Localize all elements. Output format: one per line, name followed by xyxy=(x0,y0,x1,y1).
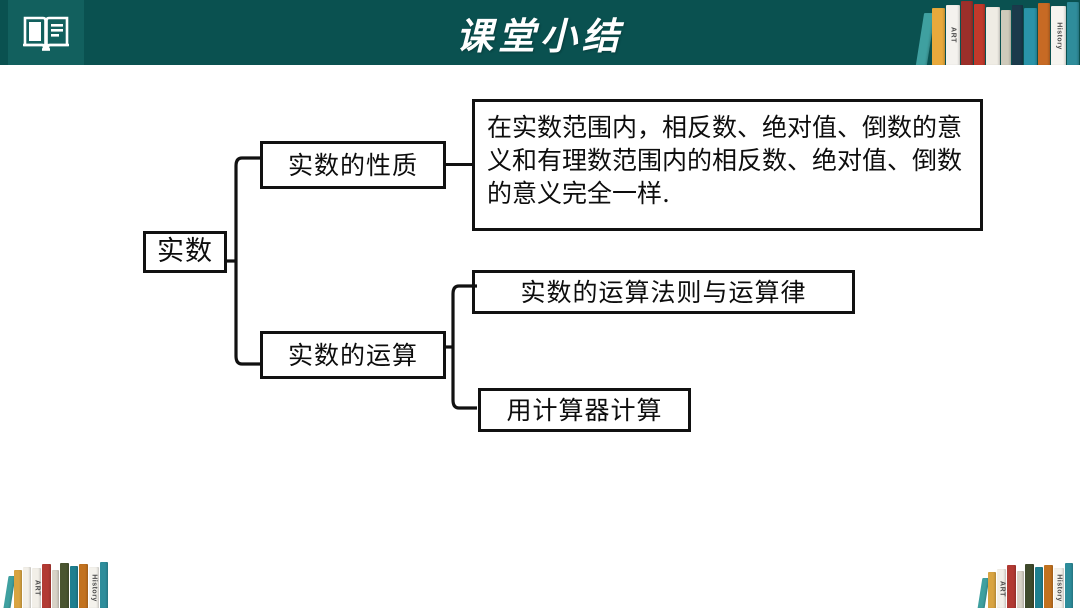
book-spine: ART xyxy=(997,569,1006,608)
book-spine-label: History xyxy=(90,573,98,602)
book-spine-label: History xyxy=(1055,21,1062,50)
book-spine xyxy=(932,8,945,65)
book-spine xyxy=(79,564,88,608)
book-spine-label: ART xyxy=(998,580,1005,597)
book-spine xyxy=(1024,8,1037,65)
book-spine xyxy=(70,566,78,608)
book-spine xyxy=(52,570,59,608)
book-spine xyxy=(1067,2,1079,65)
book-spine xyxy=(1065,563,1073,608)
node-branch-properties: 实数的性质 xyxy=(260,141,446,189)
book-spine xyxy=(1025,564,1034,608)
node-root-real-numbers: 实数 xyxy=(143,231,227,273)
book-spine xyxy=(1001,10,1011,65)
book-spine xyxy=(100,562,108,608)
book-spine: History xyxy=(1054,568,1064,608)
book-spine xyxy=(1038,3,1050,65)
book-spine xyxy=(988,572,996,608)
node-operation-rules: 实数的运算法则与运算律 xyxy=(472,270,855,314)
book-spine xyxy=(23,567,31,608)
book-spine: History xyxy=(89,567,99,608)
book-spine xyxy=(974,4,985,65)
connector-properties-detail xyxy=(446,163,474,166)
bookshelf-bottom-right: ART History xyxy=(977,556,1074,608)
book-spine-label: History xyxy=(1055,574,1063,602)
book-spine xyxy=(1044,565,1053,608)
bookshelf-bottom-left: ART History xyxy=(3,556,109,608)
book-spine xyxy=(1007,565,1016,608)
bracket-root-split xyxy=(227,155,261,367)
book-spine xyxy=(60,563,69,608)
page-title: 课堂小结 xyxy=(456,13,624,58)
book-spine xyxy=(1012,5,1023,65)
book-spine: ART xyxy=(32,568,41,608)
header-divider xyxy=(0,65,1080,68)
bracket-operations-split xyxy=(444,283,478,411)
node-branch-operations: 实数的运算 xyxy=(260,331,446,379)
book-spine xyxy=(1017,571,1024,608)
book-spine xyxy=(986,7,1000,65)
node-properties-detail: 在实数范围内，相反数、绝对值、倒数的意义和有理数范围内的相反数、绝对值、倒数的意… xyxy=(472,99,983,231)
book-spine xyxy=(14,570,22,608)
book-spine: History xyxy=(1051,6,1066,65)
book-spine xyxy=(961,1,973,65)
book-spine xyxy=(1035,567,1043,608)
header-bar xyxy=(0,0,1080,65)
book-spine: ART xyxy=(946,5,960,65)
book-spine xyxy=(42,564,51,608)
book-spine-label: ART xyxy=(33,580,40,596)
book-spine-label: ART xyxy=(949,27,957,43)
node-calculator: 用计算器计算 xyxy=(478,388,691,432)
bookshelf-top-right: ART History xyxy=(915,0,1080,65)
open-book-icon xyxy=(22,12,70,54)
